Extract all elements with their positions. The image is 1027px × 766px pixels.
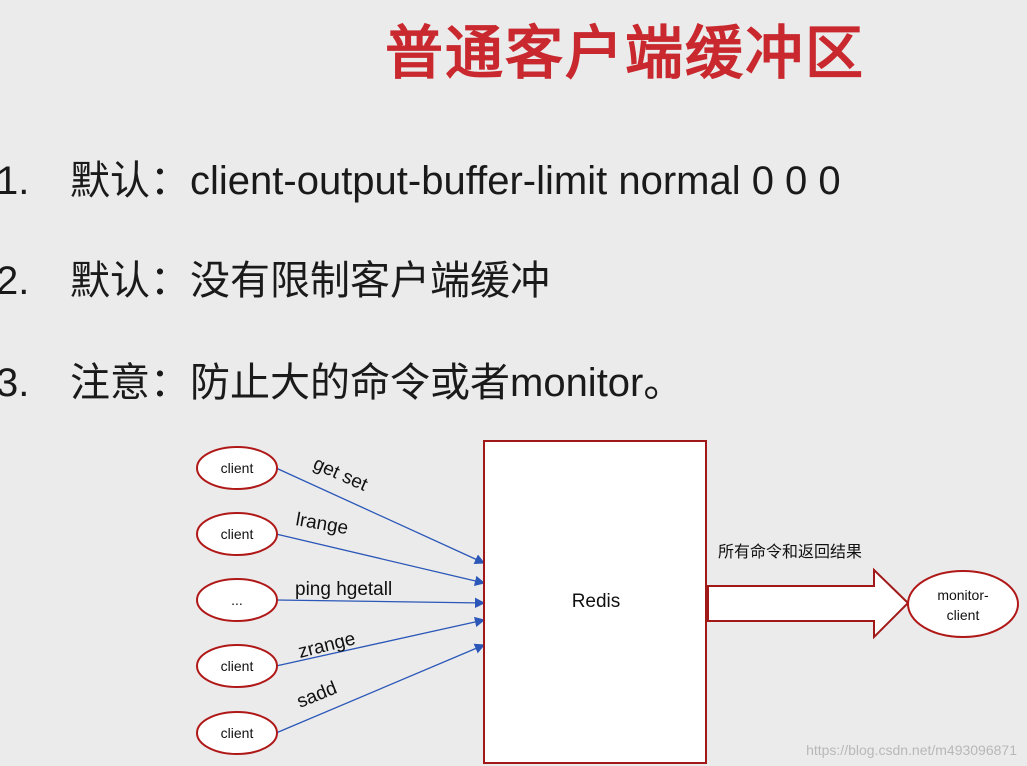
- redis-server-box: [483, 440, 707, 764]
- bullet-text: client-output-buffer-limit normal 0 0 0: [190, 159, 841, 203]
- redis-label: Redis: [572, 591, 621, 612]
- connection-line: [275, 643, 486, 734]
- client-node: client: [196, 446, 278, 490]
- command-label: sadd: [294, 678, 340, 713]
- bullet-text: 防止大的命令或者monitor。: [190, 361, 684, 405]
- bullet-number: 3.: [0, 361, 30, 405]
- bullet-2: 2. 默认：没有限制客户端缓冲: [0, 248, 550, 306]
- bullet-number: 1.: [0, 159, 30, 203]
- command-label: ping hgetall: [295, 579, 392, 600]
- bullet-number: 2.: [0, 259, 30, 303]
- command-label: zrange: [296, 628, 357, 662]
- client-label: client: [221, 658, 254, 674]
- client-node: client: [196, 711, 278, 755]
- monitor-client-label-line2: client: [947, 607, 980, 623]
- monitor-client-node: monitor- client: [907, 570, 1019, 638]
- client-label: ...: [231, 592, 243, 608]
- arrow-label: 所有命令和返回结果: [718, 543, 862, 561]
- monitor-client-label-line1: monitor-: [937, 587, 989, 603]
- connection-line: [275, 616, 486, 667]
- client-label: client: [221, 526, 254, 542]
- connection-line: [275, 533, 486, 586]
- bullet-text: 没有限制客户端缓冲: [190, 259, 550, 303]
- bullet-3: 3. 注意：防止大的命令或者monitor。: [0, 350, 683, 408]
- connection-line: [275, 467, 486, 564]
- bullet-1: 1. 默认：client-output-buffer-limit normal 0…: [0, 148, 841, 206]
- connection-line: [275, 597, 486, 609]
- command-label: lrange: [294, 509, 350, 539]
- client-node: client: [196, 644, 278, 688]
- client-node: client: [196, 512, 278, 556]
- command-label: get set: [310, 453, 371, 496]
- watermark: https://blog.csdn.net/m493096871: [806, 742, 1017, 758]
- bullet-label: 注意：: [70, 361, 190, 405]
- bullet-label: 默认：: [70, 259, 190, 303]
- result-arrow: [707, 567, 910, 640]
- client-label: client: [221, 725, 254, 741]
- client-node: ...: [196, 578, 278, 622]
- bullet-label: 默认：: [70, 159, 190, 203]
- slide-title: 普通客户端缓冲区: [384, 19, 865, 87]
- client-label: client: [221, 460, 254, 476]
